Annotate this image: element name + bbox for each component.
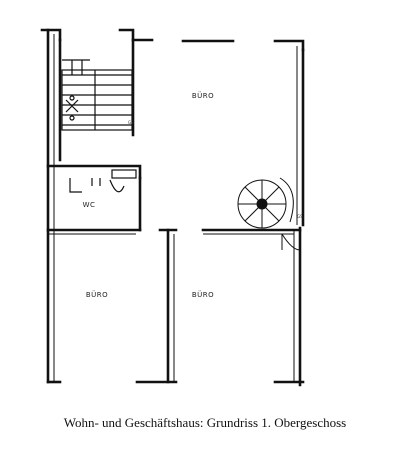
- wall-inner-lines: [48, 34, 298, 382]
- wc-fixtures: [69, 169, 137, 193]
- floor-plan: GS GS BÜRO WC BÜRO BÜRO: [40, 28, 305, 387]
- wall-top-segment-1: [118, 28, 154, 42]
- wall-top-segment-3: [273, 39, 305, 52]
- main-staircase: [61, 59, 133, 131]
- wc-cistern-icon: [111, 169, 137, 179]
- spiral-staircase-icon: [237, 177, 294, 229]
- door-swing-icon: [281, 233, 301, 251]
- wc-top-wall: [46, 164, 142, 180]
- spiral-annotation-gs: GS: [297, 214, 303, 219]
- room-label-buero-bottom-left: BÜRO: [86, 290, 108, 299]
- figure-caption: Wohn- und Geschäftshaus: Grundriss 1. Ob…: [63, 415, 347, 430]
- stair-annotation-gs: GS: [128, 120, 134, 125]
- walls: [40, 28, 305, 387]
- wc-door-arc-icon: [109, 179, 125, 193]
- room-label-buero-top: BÜRO: [192, 91, 214, 100]
- room-label-buero-bottom-middle: BÜRO: [192, 290, 214, 299]
- wall-top-left-corner: [40, 28, 62, 42]
- room-label-wc: WC: [83, 201, 96, 209]
